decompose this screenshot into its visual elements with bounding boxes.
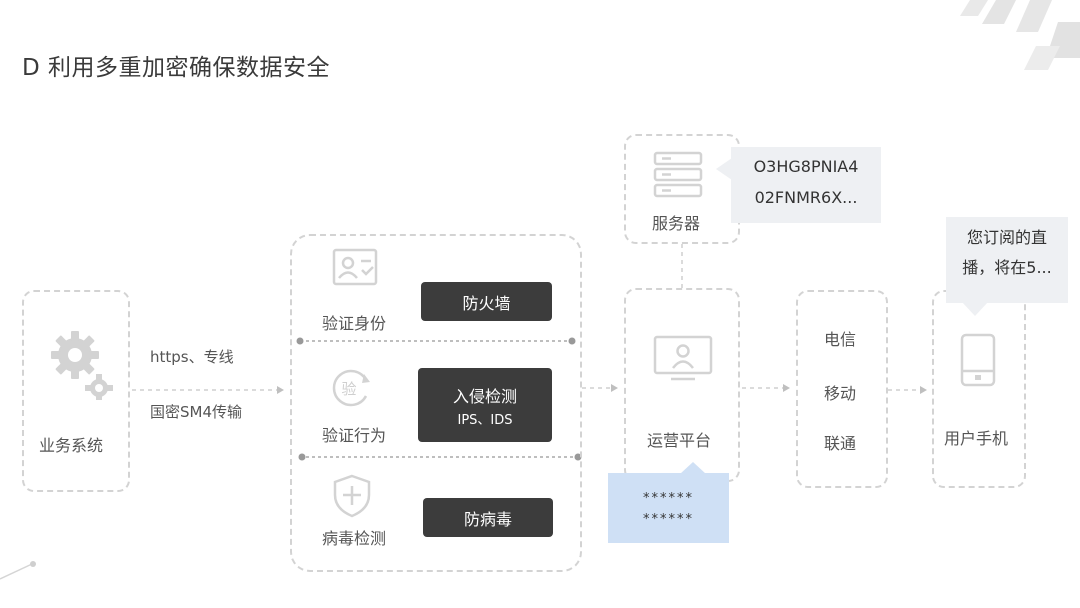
verify-behavior-label: 验证行为 <box>322 426 387 445</box>
server-bubble-line2: 02FNMR6X... <box>754 188 858 207</box>
server-bubble-tail <box>716 158 732 180</box>
firewall-button: 防火墙 <box>421 282 552 321</box>
page-title: D 利用多重加密确保数据安全 <box>22 55 331 81</box>
platform-bubble-line1: ****** <box>643 491 694 506</box>
carrier-unicom: 联通 <box>824 434 857 453</box>
phone-bubble: 您订阅的直 播，将在5... <box>946 217 1068 303</box>
antivirus-label: 防病毒 <box>463 509 512 529</box>
intrusion-detection-sub: IPS、IDS <box>457 412 513 428</box>
phone-bubble-line2: 播，将在5... <box>962 258 1052 277</box>
verify-identity-label: 验证身份 <box>322 314 387 333</box>
phone-bubble-tail <box>962 302 988 316</box>
decor-line <box>0 561 36 580</box>
corner-decoration <box>960 0 1080 70</box>
server-icon <box>653 151 703 198</box>
channel-label-sm4: 国密SM4传输 <box>150 403 243 421</box>
id-card-icon <box>332 248 378 286</box>
carriers-box <box>796 290 888 488</box>
platform-bubble-tail <box>680 462 706 474</box>
intrusion-detection-label: 入侵检测 <box>452 386 517 406</box>
carrier-mobile: 移动 <box>824 384 857 403</box>
virus-detection-label: 病毒检测 <box>322 529 387 548</box>
verify-behavior-icon: 验 <box>332 369 370 407</box>
platform-bubble: ****** ****** <box>608 473 729 543</box>
platform-box <box>624 288 740 482</box>
firewall-label: 防火墙 <box>462 293 511 313</box>
channel-label-https: https、专线 <box>150 348 234 366</box>
user-phone-label: 用户手机 <box>944 429 1009 448</box>
gear-icon <box>51 331 113 400</box>
server-bubble: O3HG8PNIA4 02FNMR6X... <box>731 147 881 223</box>
platform-bubble-line2: ****** <box>643 512 694 527</box>
phone-icon <box>960 333 996 387</box>
intrusion-detection-button: 入侵检测 IPS、IDS <box>418 368 552 442</box>
server-label: 服务器 <box>652 214 701 233</box>
svg-text:验: 验 <box>341 380 356 398</box>
carrier-telecom: 电信 <box>824 330 857 349</box>
user-phone-box <box>932 290 1026 488</box>
security-layer-box <box>290 234 582 572</box>
phone-bubble-line1: 您订阅的直 <box>966 228 1047 247</box>
monitor-user-icon <box>653 335 713 381</box>
antivirus-button: 防病毒 <box>423 498 553 537</box>
server-bubble-line1: O3HG8PNIA4 <box>753 157 859 176</box>
platform-label: 运营平台 <box>647 431 712 450</box>
business-system-label: 业务系统 <box>39 436 104 455</box>
shield-icon <box>333 474 371 518</box>
business-system-box <box>22 290 130 492</box>
